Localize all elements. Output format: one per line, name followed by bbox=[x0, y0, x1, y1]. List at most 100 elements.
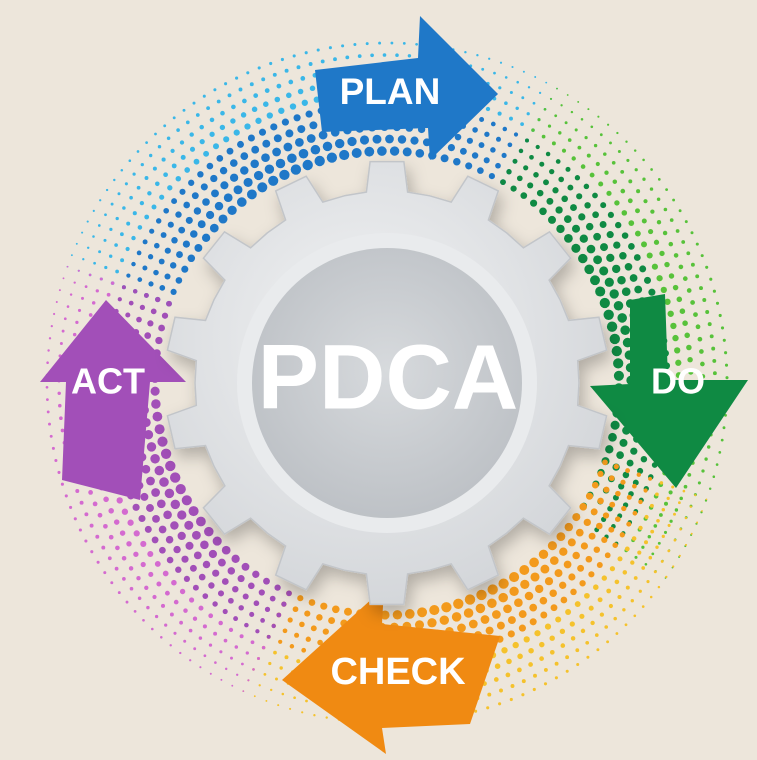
halftone-dot bbox=[690, 532, 693, 535]
halftone-dot bbox=[597, 497, 604, 505]
halftone-dot bbox=[96, 560, 100, 564]
halftone-dot bbox=[684, 516, 688, 520]
halftone-dot bbox=[533, 172, 539, 178]
halftone-dot bbox=[668, 273, 675, 279]
halftone-dot bbox=[120, 258, 125, 263]
halftone-dot bbox=[145, 141, 148, 144]
halftone-dot bbox=[91, 301, 96, 305]
halftone-dot bbox=[640, 455, 648, 463]
halftone-dot bbox=[528, 662, 533, 667]
halftone-dot bbox=[540, 611, 548, 619]
halftone-dot bbox=[608, 432, 617, 442]
halftone-dot bbox=[209, 223, 219, 233]
halftone-dot bbox=[316, 614, 323, 621]
halftone-dot bbox=[97, 224, 101, 227]
halftone-dot bbox=[599, 612, 605, 617]
halftone-dot bbox=[498, 592, 508, 603]
halftone-dot bbox=[389, 146, 400, 156]
halftone-dot bbox=[608, 475, 615, 482]
halftone-dot bbox=[453, 157, 461, 166]
halftone-dot bbox=[90, 550, 94, 554]
halftone-dot bbox=[650, 529, 655, 534]
halftone-dot bbox=[251, 145, 260, 154]
halftone-dot bbox=[183, 639, 187, 643]
halftone-dot bbox=[171, 163, 177, 169]
halftone-dot bbox=[504, 76, 508, 79]
halftone-dot bbox=[236, 197, 247, 207]
halftone-dot bbox=[576, 662, 580, 667]
halftone-dot bbox=[231, 684, 234, 687]
halftone-dot bbox=[236, 673, 239, 676]
halftone-dot bbox=[653, 570, 657, 574]
halftone-dot bbox=[560, 104, 563, 107]
halftone-dot bbox=[672, 284, 679, 291]
halftone-dot bbox=[568, 573, 576, 581]
halftone-dot bbox=[513, 132, 519, 137]
halftone-dot bbox=[519, 565, 530, 575]
halftone-dot bbox=[597, 470, 604, 477]
halftone-dot bbox=[237, 575, 245, 583]
halftone-dot bbox=[609, 566, 616, 572]
halftone-dot bbox=[545, 81, 548, 84]
halftone-dot bbox=[184, 167, 191, 173]
halftone-dot bbox=[585, 222, 594, 231]
halftone-dot bbox=[506, 658, 512, 665]
halftone-dot bbox=[579, 234, 588, 243]
halftone-dot bbox=[154, 560, 161, 567]
halftone-dot bbox=[650, 209, 655, 214]
halftone-dot bbox=[584, 592, 590, 599]
halftone-dot bbox=[249, 82, 254, 87]
halftone-dot bbox=[161, 157, 166, 162]
halftone-dot bbox=[181, 265, 189, 273]
halftone-dot bbox=[543, 179, 549, 186]
halftone-dot bbox=[297, 125, 306, 134]
halftone-dot bbox=[655, 545, 659, 549]
halftone-dot bbox=[665, 575, 668, 579]
halftone-dot bbox=[678, 501, 681, 505]
halftone-dot bbox=[339, 149, 350, 161]
halftone-dot bbox=[332, 605, 340, 614]
halftone-dot bbox=[559, 547, 568, 556]
halftone-dot bbox=[579, 503, 587, 511]
halftone-dot bbox=[262, 139, 271, 148]
halftone-dot bbox=[109, 227, 113, 232]
halftone-dot bbox=[472, 127, 478, 133]
halftone-dot bbox=[509, 697, 513, 702]
halftone-dot bbox=[672, 334, 679, 342]
halftone-dot bbox=[264, 606, 271, 613]
halftone-dot bbox=[206, 210, 215, 220]
halftone-dot bbox=[587, 108, 590, 111]
gear-icon bbox=[166, 160, 608, 606]
halftone-dot bbox=[73, 517, 77, 521]
plan-label: PLAN bbox=[340, 71, 441, 112]
halftone-dot bbox=[688, 369, 694, 375]
halftone-dot bbox=[159, 285, 166, 291]
halftone-dot bbox=[614, 516, 621, 523]
halftone-dot bbox=[457, 623, 466, 633]
halftone-dot bbox=[617, 275, 626, 285]
halftone-dot bbox=[534, 630, 541, 637]
halftone-dot bbox=[149, 228, 155, 234]
halftone-dot bbox=[590, 508, 598, 516]
halftone-dot bbox=[60, 482, 64, 486]
halftone-dot bbox=[173, 599, 179, 605]
halftone-dot bbox=[707, 322, 712, 327]
halftone-dot bbox=[712, 475, 716, 478]
halftone-dot bbox=[160, 448, 172, 459]
halftone-dot bbox=[223, 136, 230, 143]
halftone-dot bbox=[189, 146, 196, 152]
halftone-dot bbox=[639, 265, 647, 273]
halftone-dot bbox=[627, 198, 633, 204]
halftone-dot bbox=[170, 148, 175, 154]
halftone-dot bbox=[161, 312, 169, 319]
halftone-dot bbox=[701, 510, 703, 512]
halftone-dot bbox=[585, 492, 594, 500]
halftone-dot bbox=[613, 358, 624, 369]
halftone-dot bbox=[567, 184, 574, 191]
halftone-dot bbox=[229, 173, 239, 182]
halftone-dot bbox=[187, 254, 196, 263]
halftone-dot bbox=[139, 200, 145, 206]
halftone-dot bbox=[220, 110, 225, 116]
halftone-dot bbox=[526, 112, 530, 116]
halftone-dot bbox=[648, 476, 653, 481]
